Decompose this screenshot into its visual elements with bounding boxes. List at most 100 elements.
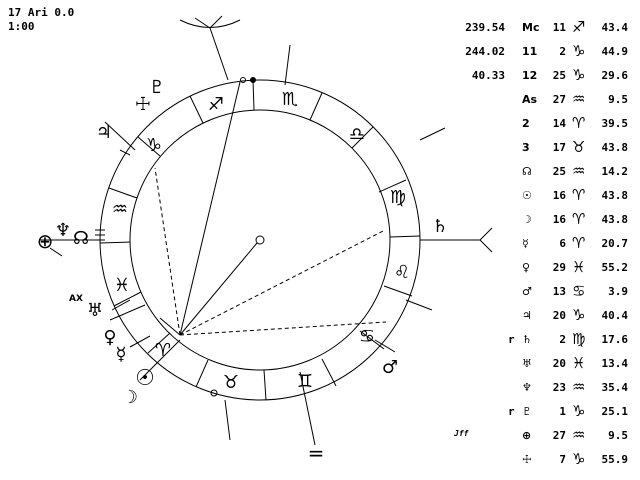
point-label: ☊ (522, 165, 532, 178)
minutes-value: 14.2 (601, 165, 629, 178)
retrograde-flag: r (508, 405, 515, 418)
degree-value: 27 (552, 429, 566, 442)
fortune-glyph: ⊕ (37, 229, 54, 253)
logo: Jff (454, 429, 469, 438)
planet-glyphs: ♄ ♃ ♅ AX ♀ ☿ ☉ ☽ ♂ ♆ ☊ ⊕ ♇ ☩ = (37, 77, 448, 465)
point-label: ♆ (522, 381, 532, 394)
point-label: ♄ (522, 333, 532, 346)
vertex-glyph: ☩ (135, 94, 151, 115)
sign-gemini: ♊ (297, 371, 313, 392)
sign-glyph: ♑ (572, 66, 586, 84)
degree-value: 27 (552, 93, 566, 106)
degree-value: 16 (552, 189, 566, 202)
degree-value: 17 (552, 141, 566, 154)
minutes-value: 13.4 (601, 357, 629, 370)
point-label: ♅ (522, 357, 532, 370)
minutes-value: 29.6 (601, 69, 629, 82)
sign-sagittarius: ♐ (208, 94, 224, 115)
neptune-glyph: ♆ (55, 220, 71, 241)
marker-dot-filled (250, 77, 256, 83)
degree-value: 29 (552, 261, 566, 274)
sign-glyph: ♑ (572, 402, 586, 420)
ic-mark: = (308, 441, 325, 465)
degree-value: 20 (552, 309, 566, 322)
position-row: ♆ 23 ♒ 35.4 (440, 378, 640, 401)
sign-scorpio: ♏ (282, 89, 298, 110)
sign-glyph: ♒ (572, 426, 586, 444)
sign-glyph: ♑ (572, 306, 586, 324)
degree-value: 25 (552, 165, 566, 178)
sign-glyph: ♋ (572, 282, 586, 300)
point-label: ♀ (522, 261, 531, 274)
chart-time: 1:00 (8, 20, 35, 33)
house-cusp-lines (154, 81, 387, 336)
sign-glyph: ♒ (572, 90, 586, 108)
sign-glyph: ♒ (572, 378, 586, 396)
point-label: Mc (522, 21, 540, 34)
sign-glyph: ♒ (572, 162, 586, 180)
longitude-value: 244.02 (465, 45, 505, 58)
point-label: ☽ (522, 213, 532, 226)
point-label: ♃ (522, 309, 532, 322)
minutes-value: 25.1 (601, 405, 629, 418)
position-row: ♀ 29 ♓ 55.2 (440, 258, 640, 281)
marker-dot (240, 77, 246, 83)
sign-leo: ♌ (394, 262, 410, 283)
sign-capricorn: ♑ (146, 135, 162, 156)
sign-glyph: ♓ (572, 354, 586, 372)
position-row: ☽16♈43.8 (440, 210, 640, 233)
minutes-value: 43.8 (601, 213, 629, 226)
longitude-value: 239.54 (465, 21, 505, 34)
sign-glyph: ♑ (572, 450, 586, 468)
degree-value: 13 (552, 285, 566, 298)
position-row: ♃ 20 ♑ 40.4 (440, 306, 640, 329)
chart-date: 17 Ari 0.0 (8, 6, 75, 19)
retrograde-flag: r (508, 333, 515, 346)
point-label: 2 (522, 117, 530, 130)
sign-glyph: ♓ (572, 258, 586, 276)
point-label: ☩ (522, 453, 532, 466)
minutes-value: 20.7 (601, 237, 629, 250)
point-label: 12 (522, 69, 538, 82)
saturn-glyph: ♄ (432, 216, 448, 237)
sign-glyph: ♐ (572, 18, 586, 36)
sign-glyph: ♈ (572, 234, 586, 252)
degree-value: 1 (559, 405, 566, 418)
position-row: ☿ 6 ♈ 20.7 (440, 234, 640, 257)
planet-pointer-lines (40, 15, 493, 446)
point-label: ♇ (522, 405, 532, 418)
minutes-value: 35.4 (601, 381, 629, 394)
point-label: ⊕ (522, 429, 532, 442)
minutes-value: 55.2 (601, 261, 629, 274)
minutes-value: 40.4 (601, 309, 629, 322)
uranus-glyph: ♅ (87, 300, 103, 321)
point-label: ☿ (522, 237, 529, 250)
sign-pisces: ♓ (114, 275, 130, 296)
degree-value: 11 (552, 21, 566, 34)
minutes-value: 9.5 (608, 93, 628, 106)
minutes-value: 39.5 (601, 117, 629, 130)
degree-value: 23 (552, 381, 566, 394)
sign-cancer: ♋ (359, 326, 375, 347)
position-row: ⊕27♒9.5 (440, 426, 640, 449)
sign-glyph: ♈ (572, 210, 586, 228)
minutes-value: 43.8 (601, 189, 629, 202)
ring-signs: ♐ ♑ ♒ ♓ ♈ ♉ ♊ ♋ ♌ ♍ ♎ ♏ (112, 89, 410, 393)
position-row: ☉16♈43.8 (440, 186, 640, 209)
degree-value: 25 (552, 69, 566, 82)
degree-value: 6 (559, 237, 566, 250)
minutes-value: 55.9 (601, 453, 629, 466)
position-row: ♂13♋3.9 (440, 282, 640, 305)
sign-glyph: ♈ (572, 186, 586, 204)
point-label: ♂ (522, 285, 532, 298)
position-row: ♅20♓13.4 (440, 354, 640, 377)
degree-value: 7 (559, 453, 566, 466)
point-label: 11 (522, 45, 538, 58)
moon-glyph: ☽ (122, 387, 138, 408)
degree-value: 14 (552, 117, 566, 130)
minutes-value: 43.8 (601, 141, 629, 154)
mars-glyph: ♂ (382, 357, 398, 378)
